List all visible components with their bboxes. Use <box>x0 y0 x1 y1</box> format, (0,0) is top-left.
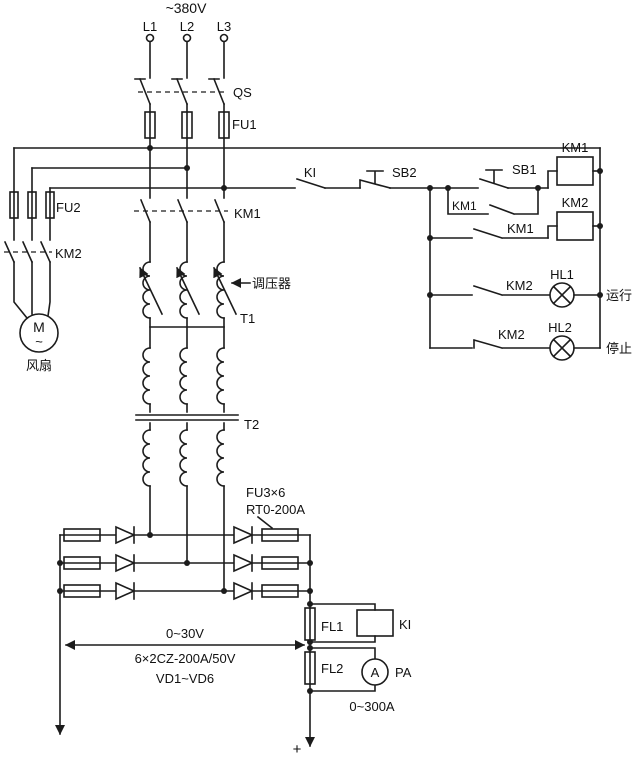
km2-fan-contacts: KM2 <box>3 240 82 264</box>
t1-wiper-arrow <box>175 266 201 316</box>
pa-ammeter: A PA 0~300A <box>307 645 412 714</box>
km1-coil: KM1 <box>547 140 603 189</box>
fu3-fuse <box>261 528 299 542</box>
qs-disconnect-switch: QS <box>134 77 252 106</box>
ammeter-range-label: 0~300A <box>349 699 395 714</box>
motor-tilde: ~ <box>35 334 43 349</box>
fu3-fuse <box>261 584 299 598</box>
diode <box>233 581 254 601</box>
km2-coil-label: KM2 <box>562 195 589 210</box>
l2-terminal <box>182 33 192 43</box>
sb2-stop-button: SB2 <box>359 165 417 189</box>
regulator-name-label: 调压器 <box>252 276 291 291</box>
run-text-label: 运行 <box>606 288 632 303</box>
t2-transformer: T2 <box>135 347 259 592</box>
three-phase-supply: ~380V L1 L2 L3 <box>143 0 231 79</box>
supply-voltage-label: ~380V <box>166 0 208 16</box>
hl1-label: HL1 <box>550 267 574 282</box>
km1-no-contact-label: KM1 <box>507 221 534 236</box>
fu3-fuse <box>63 556 101 570</box>
rectifier-bridge <box>57 525 313 601</box>
t2-label: T2 <box>244 417 259 432</box>
fu3-fuse <box>261 556 299 570</box>
km1-main-label: KM1 <box>234 206 261 221</box>
positive-terminal-label: + <box>293 741 302 758</box>
hl2-label: HL2 <box>548 320 572 335</box>
t2-core <box>135 414 239 421</box>
fu1-label: FU1 <box>232 117 257 132</box>
t1-wiper-arrow <box>212 266 238 316</box>
km1-self-hold-contact: KM1 <box>447 187 539 216</box>
fu3-fuse <box>63 584 101 598</box>
dc-output-bus: 0~30V 6×2CZ-200A/50V VD1~VD6 + <box>55 534 315 758</box>
km2-run-contact-label: KM2 <box>506 278 533 293</box>
dc-measurement: FL1 KI FL2 A PA 0~300A <box>304 601 412 714</box>
l1-terminal <box>145 33 155 43</box>
km1-coil-label: KM1 <box>562 140 589 155</box>
diode <box>233 553 254 573</box>
fu3-type-label: RT0-200A <box>246 502 305 517</box>
qs-label: QS <box>233 85 252 100</box>
fl2-shunt <box>304 651 316 685</box>
t1-label: T1 <box>240 311 255 326</box>
km2-coil: KM2 <box>547 195 603 241</box>
km2-fan-label: KM2 <box>55 246 82 261</box>
km1-no-contact: KM1 <box>429 221 549 240</box>
fu3-leader-line <box>256 515 274 530</box>
sb1-start-button: SB1 <box>478 162 537 190</box>
phase-l3-label: L3 <box>217 19 231 34</box>
output-voltage-label: 0~30V <box>166 626 204 641</box>
km1-main-contacts: KM1 <box>134 198 261 263</box>
motor-letter: M <box>33 319 45 335</box>
hl2-stop-lamp-rung: KM2 HL2 停止 <box>429 320 632 361</box>
l3-terminal <box>219 33 229 43</box>
t1-wiper-arrow <box>138 266 164 316</box>
fan-branch: FU2 KM2 M ~ 风扇 <box>3 147 82 373</box>
km2-stop-contact-label: KM2 <box>498 327 525 342</box>
fu2-label: FU2 <box>56 200 81 215</box>
fu3-label: FU3×6 <box>246 485 285 500</box>
ki-contact-label: KI <box>304 165 316 180</box>
diode-names-label: VD1~VD6 <box>156 671 214 686</box>
fu2-fuses: FU2 <box>9 191 81 241</box>
hl1-run-lamp-rung: KM2 HL1 运行 <box>429 267 632 308</box>
fu3-fuse <box>63 528 101 542</box>
sb2-label: SB2 <box>392 165 417 180</box>
ki-current-relay-coil: KI <box>307 601 411 645</box>
diode <box>115 553 136 573</box>
fu1-fuses: FU1 <box>144 103 257 199</box>
diode-spec-label: 6×2CZ-200A/50V <box>135 651 236 666</box>
fan-name-label: 风扇 <box>26 358 52 373</box>
control-circuit: KI SB2 SB1 KM1 KM1 <box>295 140 632 361</box>
ammeter-symbol: A <box>371 665 380 680</box>
phase-l1-label: L1 <box>143 19 157 34</box>
fu3-labels: FU3×6 RT0-200A <box>246 485 305 530</box>
phase-l2-label: L2 <box>180 19 194 34</box>
pa-label: PA <box>395 665 412 680</box>
sb1-label: SB1 <box>512 162 537 177</box>
diode <box>115 581 136 601</box>
t1-voltage-regulator: 调压器 T1 <box>138 261 291 349</box>
fl1-label: FL1 <box>321 619 343 634</box>
fan-motor: M ~ 风扇 <box>19 313 59 373</box>
stop-text-label: 停止 <box>606 341 632 356</box>
km1-aux-label: KM1 <box>452 199 477 213</box>
fl2-label: FL2 <box>321 661 343 676</box>
diode <box>115 525 136 545</box>
branch-lines <box>13 145 601 349</box>
diode <box>233 525 254 545</box>
ki-coil-label: KI <box>399 617 411 632</box>
ki-contact: KI <box>295 165 327 190</box>
